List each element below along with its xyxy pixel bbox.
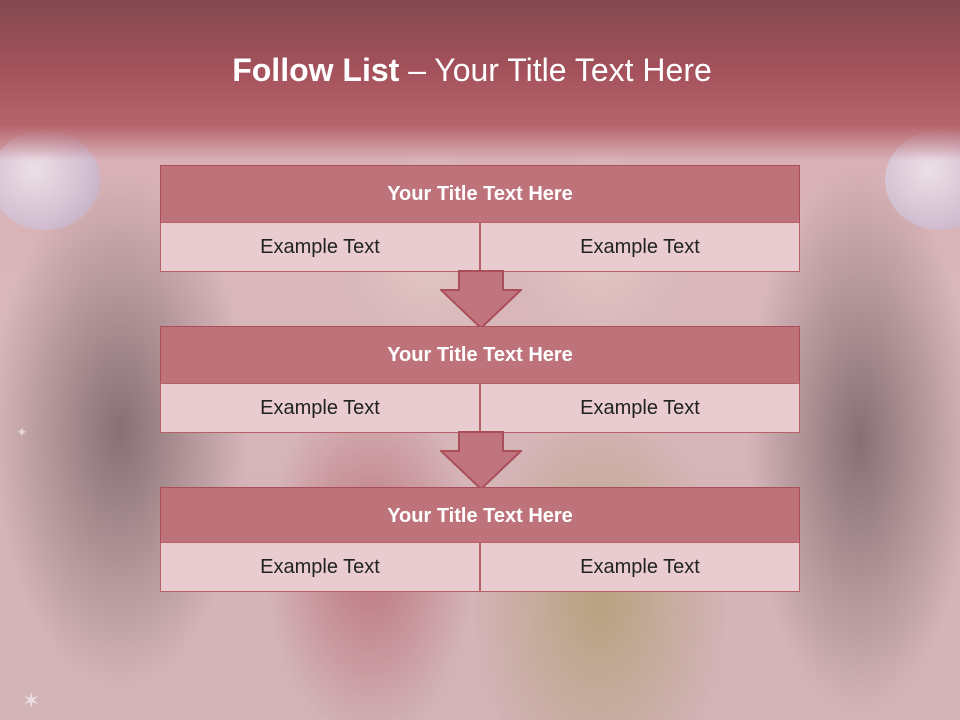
- block-title: Your Title Text Here: [160, 326, 800, 384]
- block-title: Your Title Text Here: [160, 487, 800, 545]
- block-cell-right: Example Text: [480, 222, 800, 272]
- star-icon: ✦: [16, 424, 28, 440]
- star-icon: ✶: [22, 688, 41, 713]
- slide-title-bold: Follow List: [232, 52, 400, 88]
- block-cell-left: Example Text: [160, 383, 480, 433]
- block-title: Your Title Text Here: [160, 165, 800, 223]
- slide-title-rest: – Your Title Text Here: [399, 52, 712, 88]
- title-banner: [0, 0, 960, 160]
- block-cell-left: Example Text: [160, 222, 480, 272]
- list-block-2: Your Title Text Here Example Text Exampl…: [160, 326, 800, 433]
- down-arrow-icon: [440, 431, 522, 491]
- down-arrow-icon: [440, 270, 522, 330]
- block-cell-left: Example Text: [160, 542, 480, 592]
- block-cell-right: Example Text: [480, 542, 800, 592]
- slide-title: Follow List – Your Title Text Here: [0, 52, 944, 89]
- list-block-3: Your Title Text Here Example Text Exampl…: [160, 487, 800, 592]
- block-cell-right: Example Text: [480, 383, 800, 433]
- list-block-1: Your Title Text Here Example Text Exampl…: [160, 165, 800, 272]
